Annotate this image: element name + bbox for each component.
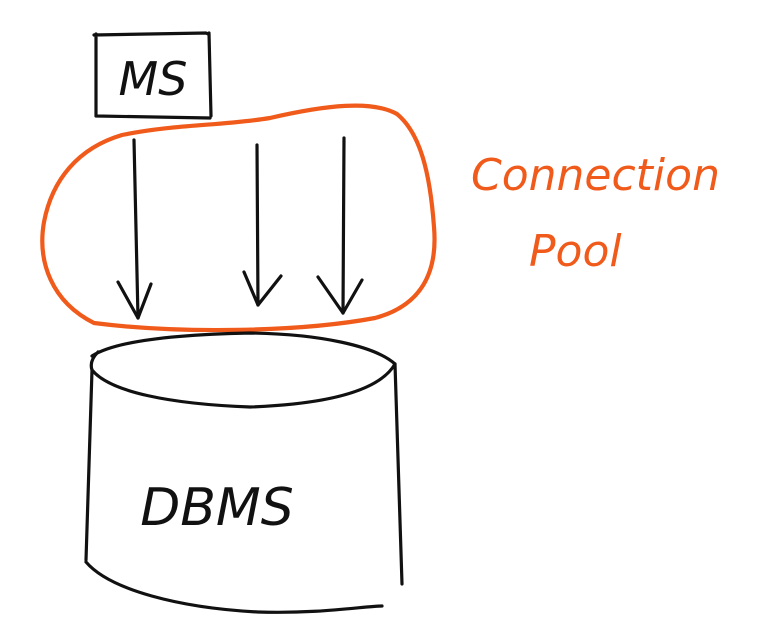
service-box: [92, 31, 213, 120]
connection-arrow: [316, 136, 364, 315]
service-node: MS: [92, 31, 213, 120]
connection-arrows: [116, 136, 364, 320]
connection-arrow: [242, 143, 283, 307]
connection-pool-outline: [40, 103, 437, 333]
database-top: [89, 331, 397, 409]
pool-label: Connection Pool: [471, 150, 720, 277]
database-node: DBMS: [84, 331, 404, 614]
database-left-side: [84, 368, 94, 562]
service-label: MS: [119, 52, 188, 106]
database-right-side: [393, 362, 404, 586]
database-bottom: [84, 560, 384, 614]
connection-arrow: [116, 138, 153, 320]
database-label: DBMS: [140, 478, 294, 538]
pool-label-line2: Pool: [529, 226, 622, 277]
pool-label-line1: Connection: [471, 150, 720, 201]
